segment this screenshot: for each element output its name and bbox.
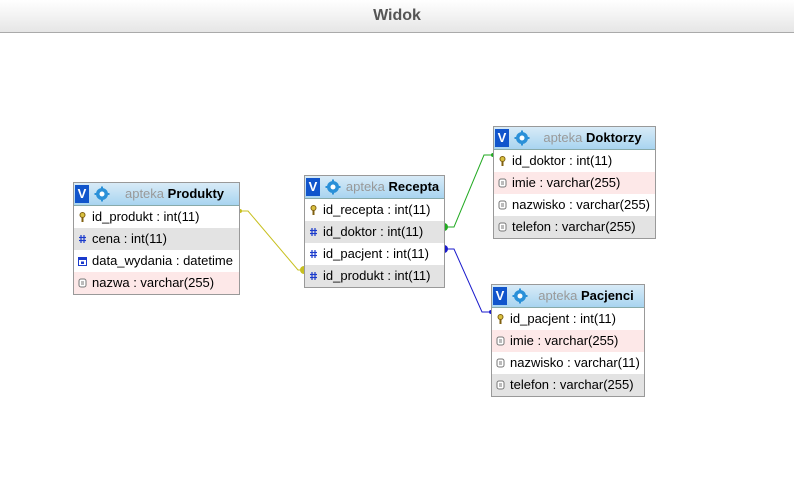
field-row[interactable]: data_wydania : datetime [74, 250, 239, 272]
table-name: Pacjenci [580, 288, 634, 303]
field-row[interactable]: cena : int(11) [74, 228, 239, 250]
text-field-icon [496, 336, 505, 346]
field-row[interactable]: nazwisko : varchar(11) [492, 352, 644, 374]
text-field-icon [496, 358, 505, 368]
field-row[interactable]: id_produkt : int(11) [74, 206, 239, 228]
collapse-toggle[interactable]: V [495, 129, 509, 147]
table-header[interactable]: V apteka Produkty [74, 183, 239, 206]
relation-line-produkt [238, 209, 304, 274]
key-icon [497, 314, 504, 324]
relation-line-doktor [444, 153, 495, 231]
field-row[interactable]: nazwisko : varchar(255) [494, 194, 655, 216]
table-title: apteka Recepta [345, 176, 440, 198]
field-label: nazwa : varchar(255) [92, 275, 215, 290]
table-header[interactable]: V apteka Doktorzy [494, 127, 655, 150]
database-name: apteka [543, 130, 583, 145]
field-label: imie : varchar(255) [510, 333, 619, 348]
field-row[interactable]: id_recepta : int(11) [305, 199, 444, 221]
database-name: apteka [124, 186, 165, 201]
field-label: imie : varchar(255) [512, 175, 621, 190]
table-name: Recepta [388, 179, 440, 194]
field-row[interactable]: id_pacjent : int(11) [492, 308, 644, 330]
table-header[interactable]: V apteka Pacjenci [492, 285, 644, 308]
numeric-field-icon [79, 235, 86, 243]
text-field-icon [498, 178, 507, 188]
table-name: Produkty [167, 186, 224, 201]
field-label: id_doktor : int(11) [323, 224, 424, 239]
collapse-toggle[interactable]: V [306, 178, 320, 196]
field-row[interactable]: telefon : varchar(255) [494, 216, 655, 238]
database-name: apteka [345, 179, 385, 194]
field-label: cena : int(11) [92, 231, 167, 246]
field-label: telefon : varchar(255) [510, 377, 634, 392]
numeric-field-icon [310, 250, 317, 258]
key-icon [79, 212, 86, 222]
collapse-toggle[interactable]: V [493, 287, 507, 305]
key-icon [310, 205, 317, 215]
text-field-icon [498, 222, 507, 232]
gear-icon[interactable] [512, 288, 528, 304]
calendar-icon [78, 257, 87, 266]
field-row[interactable]: imie : varchar(255) [492, 330, 644, 352]
window-title: Widok [0, 0, 794, 33]
collapse-toggle[interactable]: V [75, 185, 89, 203]
field-row[interactable]: imie : varchar(255) [494, 172, 655, 194]
table-produkty[interactable]: V apteka Produkty id_produkt : int(11) c… [73, 182, 240, 295]
field-row[interactable]: telefon : varchar(255) [492, 374, 644, 396]
field-label: id_pacjent : int(11) [510, 311, 616, 326]
field-label: id_pacjent : int(11) [323, 246, 429, 261]
table-recepta[interactable]: V apteka Recepta id_recepta : int(11) id… [304, 175, 445, 288]
field-label: telefon : varchar(255) [512, 219, 636, 234]
relation-line-pacjent [444, 245, 493, 314]
table-pacjenci[interactable]: V apteka Pacjenci id_pacjent : int(11) i… [491, 284, 645, 397]
field-label: data_wydania : datetime [92, 253, 233, 268]
table-name: Doktorzy [586, 130, 642, 145]
text-field-icon [496, 380, 505, 390]
table-title: apteka Pacjenci [532, 285, 640, 307]
field-label: id_doktor : int(11) [512, 153, 613, 168]
field-label: nazwisko : varchar(255) [512, 197, 650, 212]
numeric-field-icon [310, 272, 317, 280]
table-title: apteka Doktorzy [534, 127, 651, 149]
text-field-icon [78, 278, 87, 288]
field-row[interactable]: id_pacjent : int(11) [305, 243, 444, 265]
table-doktorzy[interactable]: V apteka Doktorzy id_doktor : int(11) im… [493, 126, 656, 239]
field-label: id_produkt : int(11) [92, 209, 200, 224]
field-row[interactable]: id_produkt : int(11) [305, 265, 444, 287]
field-label: nazwisko : varchar(11) [510, 355, 640, 370]
field-label: id_recepta : int(11) [323, 202, 431, 217]
table-header[interactable]: V apteka Recepta [305, 176, 444, 199]
text-field-icon [498, 200, 507, 210]
table-title: apteka Produkty [114, 183, 235, 205]
gear-icon[interactable] [325, 179, 341, 195]
field-row[interactable]: id_doktor : int(11) [305, 221, 444, 243]
gear-icon[interactable] [514, 130, 530, 146]
numeric-field-icon [310, 228, 317, 236]
field-row[interactable]: nazwa : varchar(255) [74, 272, 239, 294]
field-row[interactable]: id_doktor : int(11) [494, 150, 655, 172]
database-name: apteka [538, 288, 578, 303]
key-icon [499, 156, 506, 166]
field-label: id_produkt : int(11) [323, 268, 431, 283]
gear-icon[interactable] [94, 186, 110, 202]
